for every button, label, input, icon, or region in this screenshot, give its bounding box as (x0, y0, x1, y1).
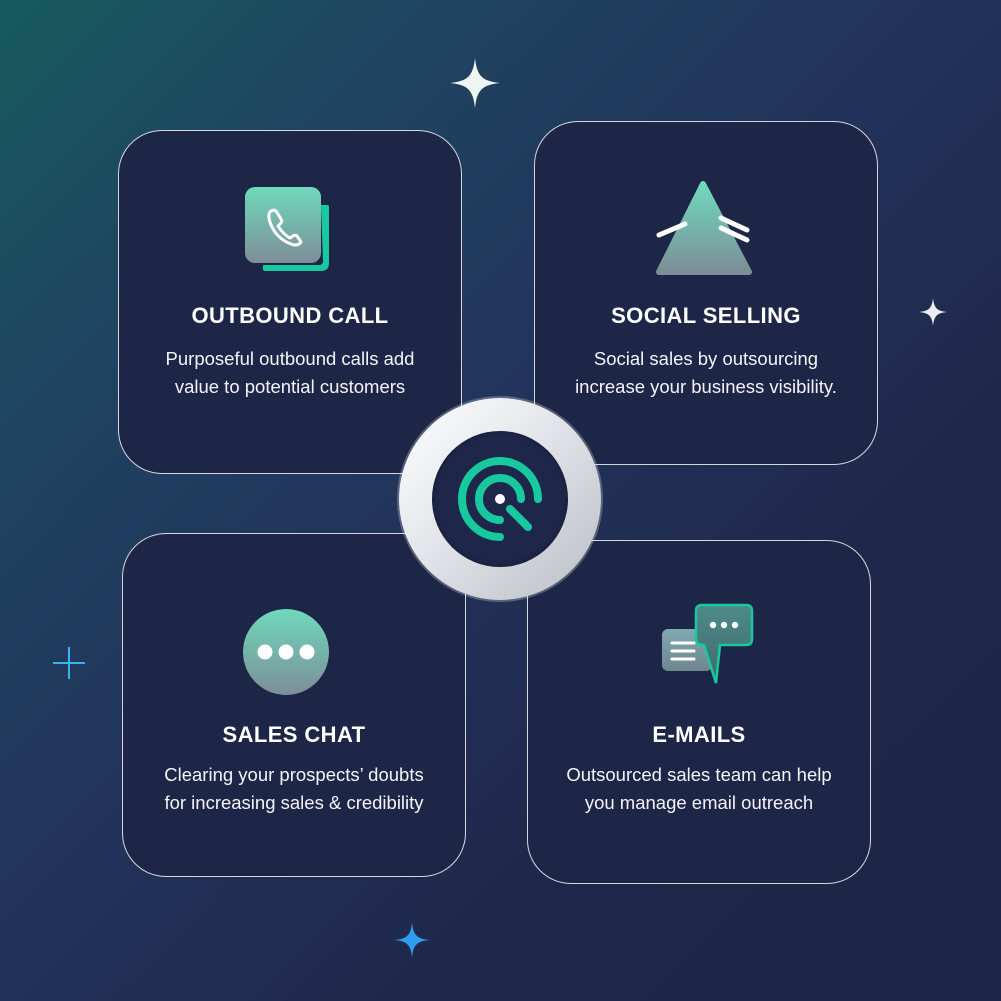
description-line: increase your business visibility. (575, 376, 837, 397)
description-line: Purposeful outbound calls add (165, 348, 415, 369)
center-logo (432, 431, 568, 567)
card-title: SOCIAL SELLING (611, 303, 801, 328)
center-logo-ring (399, 398, 601, 600)
card-sales-chat: SALES CHAT Clearing your prospects’ doub… (122, 533, 466, 877)
plus-icon (53, 647, 85, 679)
chat-bubble-icon (243, 609, 329, 695)
card-description: Clearing your prospects’ doubts for incr… (123, 761, 465, 817)
description-line: value to potential customers (174, 376, 406, 397)
description-line: Social sales by outsourcing (593, 348, 819, 369)
triangle-icon (656, 181, 752, 275)
description-line: you manage email outreach (584, 792, 814, 813)
description-line: for increasing sales & credibility (164, 792, 424, 813)
card-title: E-MAILS (652, 722, 746, 747)
phone-icon (245, 187, 329, 271)
q-logo-icon (458, 457, 542, 541)
card-outbound-call: OUTBOUND CALL Purposeful outbound calls … (118, 130, 462, 474)
sparkle-icon (919, 298, 947, 326)
description-line: Outsourced sales team can help (566, 764, 832, 785)
email-chat-icon (662, 603, 754, 684)
card-description: Purposeful outbound calls add value to p… (119, 345, 461, 401)
card-social-selling: SOCIAL SELLING Social sales by outsourci… (534, 121, 878, 465)
card-title: OUTBOUND CALL (191, 303, 389, 328)
description-line: Clearing your prospects’ doubts (164, 764, 424, 785)
card-description: Outsourced sales team can help you manag… (528, 761, 870, 817)
card-title: SALES CHAT (222, 722, 366, 747)
sparkle-icon (394, 922, 430, 958)
card-description: Social sales by outsourcing increase you… (535, 345, 877, 401)
card-emails: E-MAILS Outsourced sales team can help y… (527, 540, 871, 884)
sparkle-icon (450, 58, 500, 108)
